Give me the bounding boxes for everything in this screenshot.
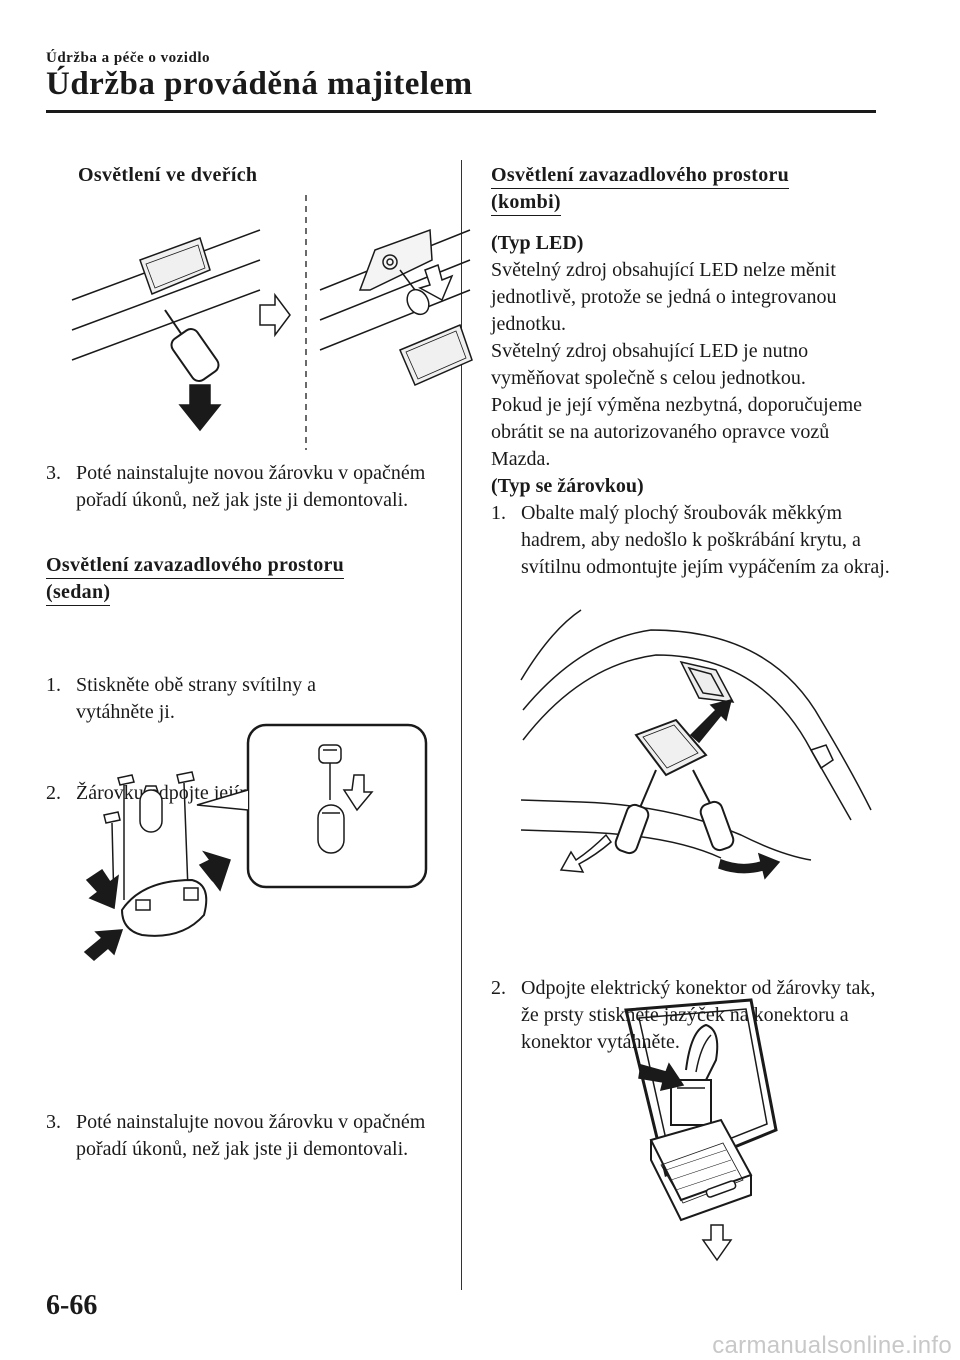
column-divider bbox=[461, 160, 462, 1290]
kombi-heading-line2: (kombi) bbox=[491, 191, 561, 216]
breadcrumb: Údržba a péče o vozidlo bbox=[46, 50, 210, 66]
led-paragraph-2: Světelný zdroj obsahující LED je nutno v… bbox=[491, 340, 809, 389]
right-column: Osvětlení zavazadlového prostoru (kombi)… bbox=[491, 0, 891, 1262]
step-text: Poté nainstalujte novou žárovku v opačné… bbox=[76, 1111, 426, 1160]
watermark: carmanualsonline.info bbox=[712, 1332, 952, 1359]
step-3-sedan: 3. Poté nainstalujte novou žárovku v opa… bbox=[46, 1109, 476, 1163]
step-number: 3. bbox=[46, 1111, 61, 1133]
led-paragraph-3: Pokud je její výměna nezbytná, doporučuj… bbox=[491, 394, 863, 470]
step-number: 2. bbox=[46, 782, 61, 804]
kombi-heading-line1: Osvětlení zavazadlového prostoru bbox=[491, 164, 790, 189]
page-title: Údržba prováděná majitelem bbox=[46, 66, 473, 102]
step-text: Stiskněte obě strany svítilny a vytáhnět… bbox=[76, 674, 316, 723]
step-1-sedan: 1. Stiskněte obě strany svítilny a vytáh… bbox=[46, 672, 396, 726]
kombi-heading: Osvětlení zavazadlového prostoru (kombi) bbox=[491, 162, 891, 216]
step-number: 2. bbox=[491, 977, 506, 999]
page-number: 6-66 bbox=[46, 1290, 98, 1321]
step-3-door: 3. Poté nainstalujte novou žárovku v opa… bbox=[46, 460, 476, 514]
step-text: Obalte malý plochý šroubovák měkkým hadr… bbox=[521, 502, 890, 578]
step-text: Odpojte elektrický konektor od žárovky t… bbox=[521, 977, 876, 1053]
led-paragraph-1: Světelný zdroj obsahující LED nelze měni… bbox=[491, 259, 837, 335]
step-number: 1. bbox=[491, 502, 506, 524]
step-number: 3. bbox=[46, 462, 61, 484]
sedan-trunk-light-illustration-icon bbox=[83, 723, 428, 961]
sedan-heading: Osvětlení zavazadlového prostoru (sedan) bbox=[46, 552, 446, 606]
step-2-kombi: 2. Odpojte elektrický konektor od žárovk… bbox=[491, 975, 891, 1056]
left-column: Osvětlení ve dveřích bbox=[46, 0, 473, 1160]
sedan-heading-line2: (sedan) bbox=[46, 581, 111, 606]
step-text: Poté nainstalujte novou žárovku v opačné… bbox=[76, 462, 426, 511]
bulb-connector-illustration-icon bbox=[624, 998, 778, 1262]
step-number: 1. bbox=[46, 674, 61, 696]
title-divider bbox=[46, 110, 876, 113]
step-1-kombi: 1. Obalte malý plochý šroubovák měkkým h… bbox=[491, 500, 891, 581]
door-light-heading: Osvětlení ve dveřích bbox=[78, 164, 258, 186]
sedan-heading-line1: Osvětlení zavazadlového prostoru bbox=[46, 554, 345, 579]
bulb-subheading: (Typ se žárovkou) bbox=[491, 475, 644, 497]
kombi-trunk-light-removal-illustration-icon bbox=[520, 609, 872, 880]
door-light-removal-illustration-icon bbox=[71, 195, 473, 450]
led-subheading: (Typ LED) bbox=[491, 232, 584, 254]
